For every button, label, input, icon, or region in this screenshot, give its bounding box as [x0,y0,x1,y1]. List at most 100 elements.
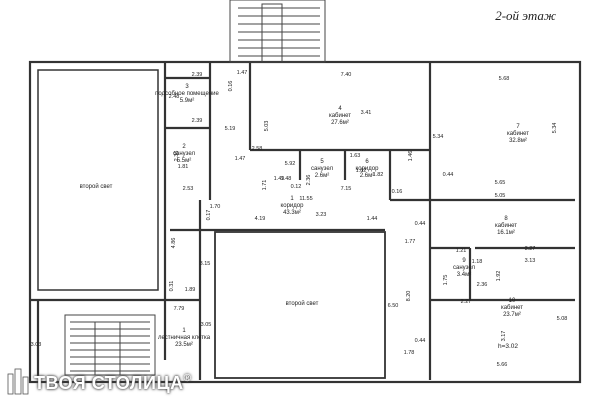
watermark-logo: ТВОЯ СТОЛИЦА® [6,366,236,398]
walls [28,60,582,384]
dimension-label: 1.71 [262,180,268,191]
dimension-label: 1.82 [356,168,367,174]
dimension-label: 1.44 [367,216,378,222]
watermark-name: ТВОЯ СТОЛИЦА [34,373,184,393]
dimension-label: 1.89 [185,287,196,293]
dimension-label: 7.15 [341,186,352,192]
dimension-label: 5.92 [285,161,296,167]
room-area: 23.5м² [175,342,193,348]
dimension-label: 5.65 [495,180,506,186]
dimension-label: 2.36 [477,282,488,288]
watermark-text: ТВОЯ СТОЛИЦА® [34,373,192,394]
dimension-label: 1.92 [496,271,502,282]
dimension-label: 1.81 [178,164,189,170]
dimension-label: 6.50 [388,303,399,309]
dimension-label: 0.31 [169,281,175,292]
dimension-label: 3.17 [501,331,507,342]
dimension-label: 7.40 [341,72,352,78]
dimension-label: 3.03 [31,342,42,348]
dimension-label: 2.58 [252,146,263,152]
dimension-label: 1.46 [408,151,414,162]
dimension-label: 11.55 [299,196,312,202]
room-area: 23.7м² [503,312,521,318]
dimension-label: 0.16 [228,81,234,92]
room-name: лестничная клетка [158,335,211,341]
room-name: кабинет [507,131,529,137]
dimension-label: 0.17 [206,210,212,221]
room-name: кабинет [495,223,517,229]
room-area: 5.5м² [177,158,191,164]
dimension-label: 5.05 [495,193,506,199]
dimension-label: 7.79 [174,306,185,312]
dimension-label: 2.36 [306,175,312,186]
dimension-label: 2.53 [183,186,194,192]
room-name: кабинет [501,305,523,311]
dimension-label: 3.41 [361,110,372,116]
dimension-label: 1.77 [405,239,416,245]
floor-title: 2-ой этаж [495,8,556,23]
room-number: 4 [338,106,342,112]
room-name: санузел [453,265,475,271]
dimension-label: 3.15 [200,261,211,267]
dimension-label: 5.34 [552,123,558,134]
room-area: 27.6м² [331,120,349,126]
dimension-label: 1.47 [235,156,246,162]
dimension-label: 2.39 [192,118,203,124]
room-area: 43.3м² [283,210,301,216]
room-area: 2.6м² [360,173,374,179]
dimension-label: 2.27 [461,299,472,305]
dimension-label: 0.44 [443,172,454,178]
room-number: 1 [290,196,294,202]
room-number: 5 [320,159,324,165]
ceiling-height: h=3.02 [498,343,518,350]
room-area: 3.4м² [457,272,471,278]
dimension-label: 3.05 [201,322,212,328]
staircase-left [64,314,156,376]
dimension-label: 1.21 [456,248,467,254]
dimension-label: 1.63 [350,153,361,159]
dimension-label: 2.39 [192,72,203,78]
dimension-label: 5.08 [557,316,568,322]
room-name: подсобное помещение [155,91,219,97]
room-number: 2 [182,144,186,150]
room-number: 1 [182,328,186,334]
room-area: 32.8м² [509,138,527,144]
room-number: 10 [509,298,516,304]
dimension-label: 1.48 [281,176,292,182]
room-area: 16.1м² [497,230,515,236]
dimension-label: 1.49 [274,176,285,182]
dimension-label: 5.03 [264,121,270,132]
dimension-label: 5.19 [225,126,236,132]
dimension-label: 3.27 [525,246,536,252]
staircase-top [229,0,326,63]
dimension-label: 0.44 [415,338,426,344]
room-number: 6 [365,159,369,165]
dimension-label: 5.68 [499,76,510,82]
room-number: 9 [462,258,466,264]
room-name: коридор [356,166,380,172]
room-name: кабинет [329,113,351,119]
dimension-label: 5.66 [497,362,508,368]
dimension-label: 4.19 [255,216,266,222]
registered-mark: ® [183,373,192,384]
dimension-label: 1.75 [443,275,449,286]
dimension-label: 1.78 [404,350,415,356]
dimension-label: 1.18 [472,259,483,265]
room-area: 5.9м² [180,98,194,104]
dimension-label: 4.86 [171,238,177,249]
dimension-label: 0.16 [392,189,403,195]
dimension-label: 3.23 [316,212,327,218]
building-icon [7,368,29,395]
void-label-center: второй свет [286,300,319,307]
room-number: 7 [516,124,520,130]
dimension-label: 1.47 [237,70,248,76]
room-number: 3 [185,84,189,90]
room-area: 2.6м² [315,173,329,179]
void-label-left: второй свет [80,183,113,190]
dimension-label: 1.82 [373,172,384,178]
dimension-label: 8.20 [406,291,412,302]
dimension-label: 0.12 [291,184,302,190]
